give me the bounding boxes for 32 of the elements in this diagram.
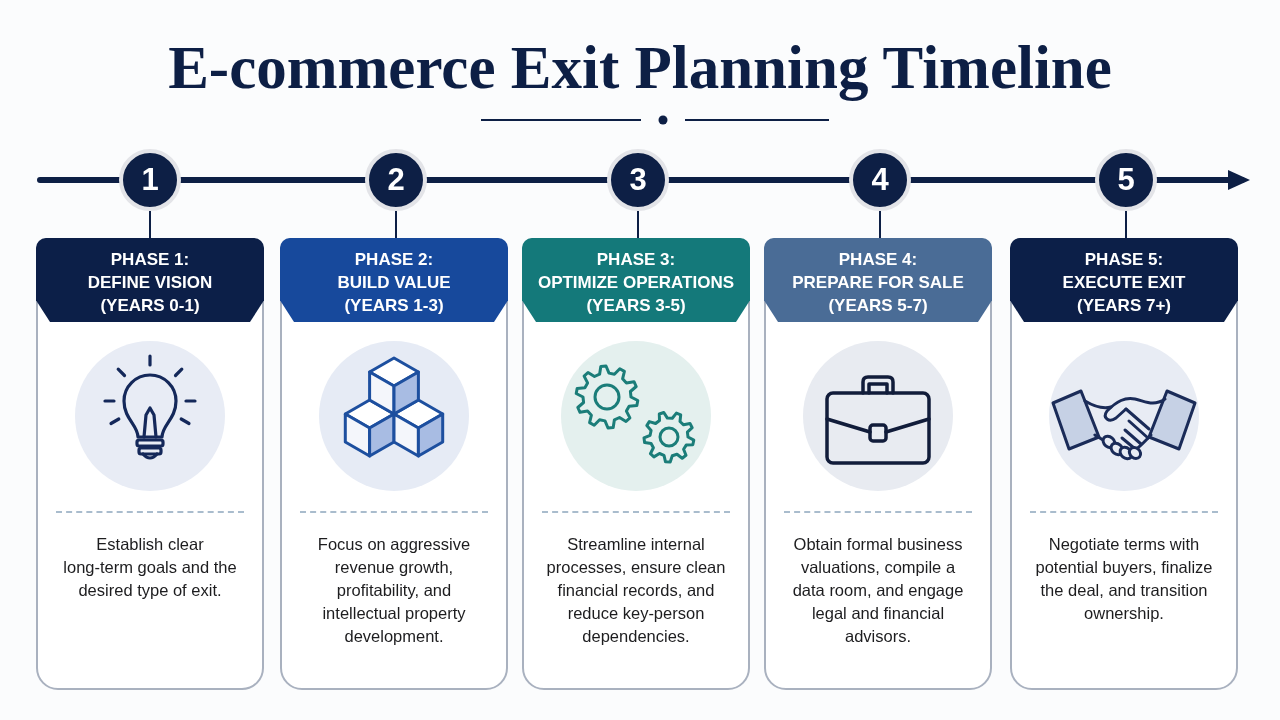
timeline-line <box>178 177 368 183</box>
phase-card <box>1010 238 1238 690</box>
phase-header: PHASE 4: PREPARE FOR SALE (YEARS 5-7) <box>764 238 992 322</box>
connector-line <box>637 210 639 239</box>
phase-description: Focus on aggressive revenue growth, profitability, and intellectual property development. <box>316 534 472 647</box>
phase-description: Obtain formal business valuations, compile a data room, and engage legal and financial advisors. <box>791 534 965 647</box>
phase-card <box>764 238 992 690</box>
connector-line <box>395 210 397 239</box>
step-number: 4 <box>849 149 911 211</box>
step-number: 1 <box>119 149 181 211</box>
connector-line <box>1125 210 1127 239</box>
timeline-line <box>424 177 610 183</box>
connector-line <box>149 210 151 239</box>
phase-card <box>36 238 264 690</box>
timeline-line <box>37 177 122 183</box>
step-number: 3 <box>607 149 669 211</box>
phase-header: PHASE 2: BUILD VALUE (YEARS 1-3) <box>280 238 508 322</box>
connector-line <box>879 210 881 239</box>
phase-card <box>522 238 750 690</box>
timeline-arrow <box>1154 170 1250 190</box>
phase-description: Establish clear long-term goals and the desired type of exit. <box>62 534 238 601</box>
timeline-line <box>666 177 852 183</box>
step-number: 2 <box>365 149 427 211</box>
phase-header: PHASE 3: OPTIMIZE OPERATIONS (YEARS 3-5) <box>522 238 750 322</box>
title: E-commerce Exit Planning Timeline <box>168 33 1112 103</box>
step-number: 5 <box>1095 149 1157 211</box>
phase-card <box>280 238 508 690</box>
phase-header: PHASE 1: DEFINE VISION (YEARS 0-1) <box>36 238 264 322</box>
phase-description: Streamline internal processes, ensure clean financial records, and reduce key-person dependencies. <box>545 534 727 647</box>
timeline-line <box>908 177 1098 183</box>
phase-header: PHASE 5: EXECUTE EXIT (YEARS 7+) <box>1010 238 1238 322</box>
phase-description: Negotiate terms with potential buyers, finalize the deal, and transition ownership. <box>1034 534 1214 624</box>
